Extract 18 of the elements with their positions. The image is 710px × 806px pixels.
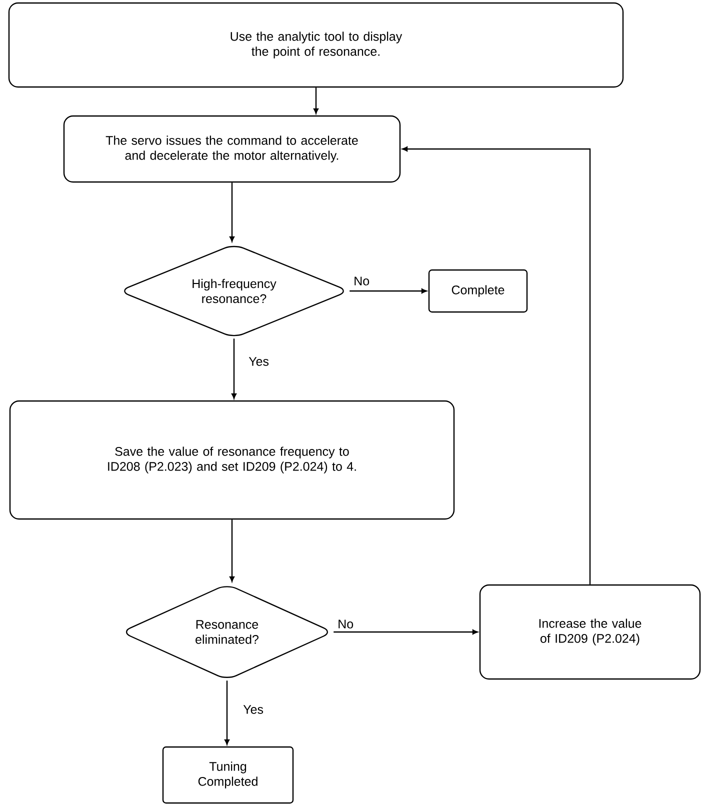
arrow — [224, 680, 230, 745]
arrow — [350, 288, 427, 294]
arrow — [232, 338, 236, 399]
process-box: Save the value of resonance frequency to ID208 (P2.023) and set ID209 (P2.024) to 4. — [9, 400, 455, 520]
edge-label: Yes — [243, 705, 264, 714]
arrow — [314, 88, 318, 114]
process-box: Increase the value of ID209 (P2.024) — [479, 584, 701, 680]
terminal-box: Complete — [428, 269, 528, 313]
edge-label: No — [338, 620, 354, 628]
arrow — [230, 520, 234, 582]
edge-label: Yes — [248, 357, 269, 366]
arrow — [230, 182, 234, 242]
process-box: Use the analytic tool to display the point of resonance. — [8, 2, 624, 88]
terminal-box: Tuning Completed — [162, 746, 294, 804]
arrow — [334, 630, 478, 634]
arrow — [402, 146, 591, 584]
edge-label: No — [354, 276, 370, 286]
process-box: The servo issues the command to accelerate and decelerate the motor alternatively. — [63, 115, 401, 183]
